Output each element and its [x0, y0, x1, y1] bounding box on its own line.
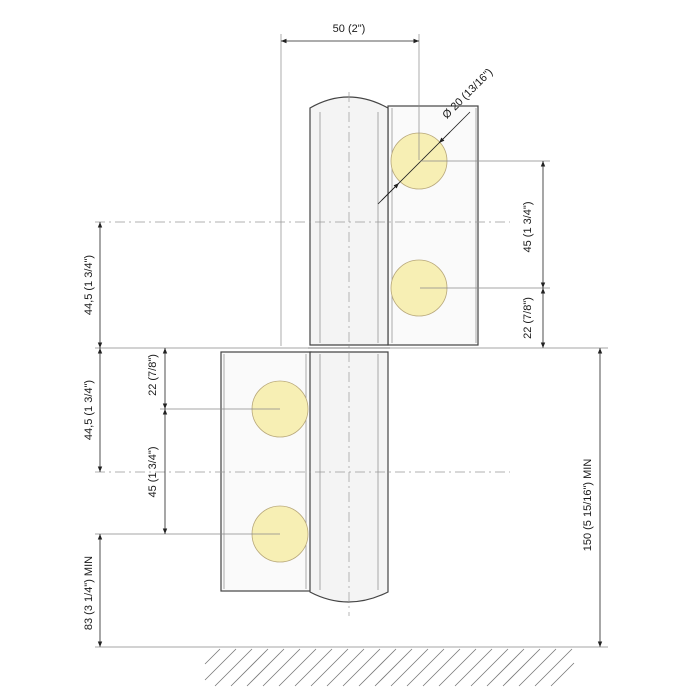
label-left-22: 22 (7/8"): [147, 354, 159, 396]
label-bottom-83: 83 (3 1/4") MIN: [83, 556, 95, 630]
label-upper-45: 45 (1 3/4"): [522, 202, 534, 253]
label-right-150: 150 (5 15/16") MIN: [582, 459, 594, 552]
label-width-50: 50 (2"): [333, 23, 366, 35]
diameter-arrow-top: [438, 131, 451, 144]
floor-hatching: [204, 648, 575, 687]
label-left-445-upper: 44,5 (1 3/4"): [83, 255, 95, 315]
label-lower-45: 45 (1 3/4"): [147, 447, 159, 498]
label-left-445-lower: 44,5 (1 3/4"): [83, 380, 95, 440]
diameter-arrow-bottom: [381, 182, 400, 201]
label-upper-22: 22 (7/8"): [522, 297, 534, 339]
